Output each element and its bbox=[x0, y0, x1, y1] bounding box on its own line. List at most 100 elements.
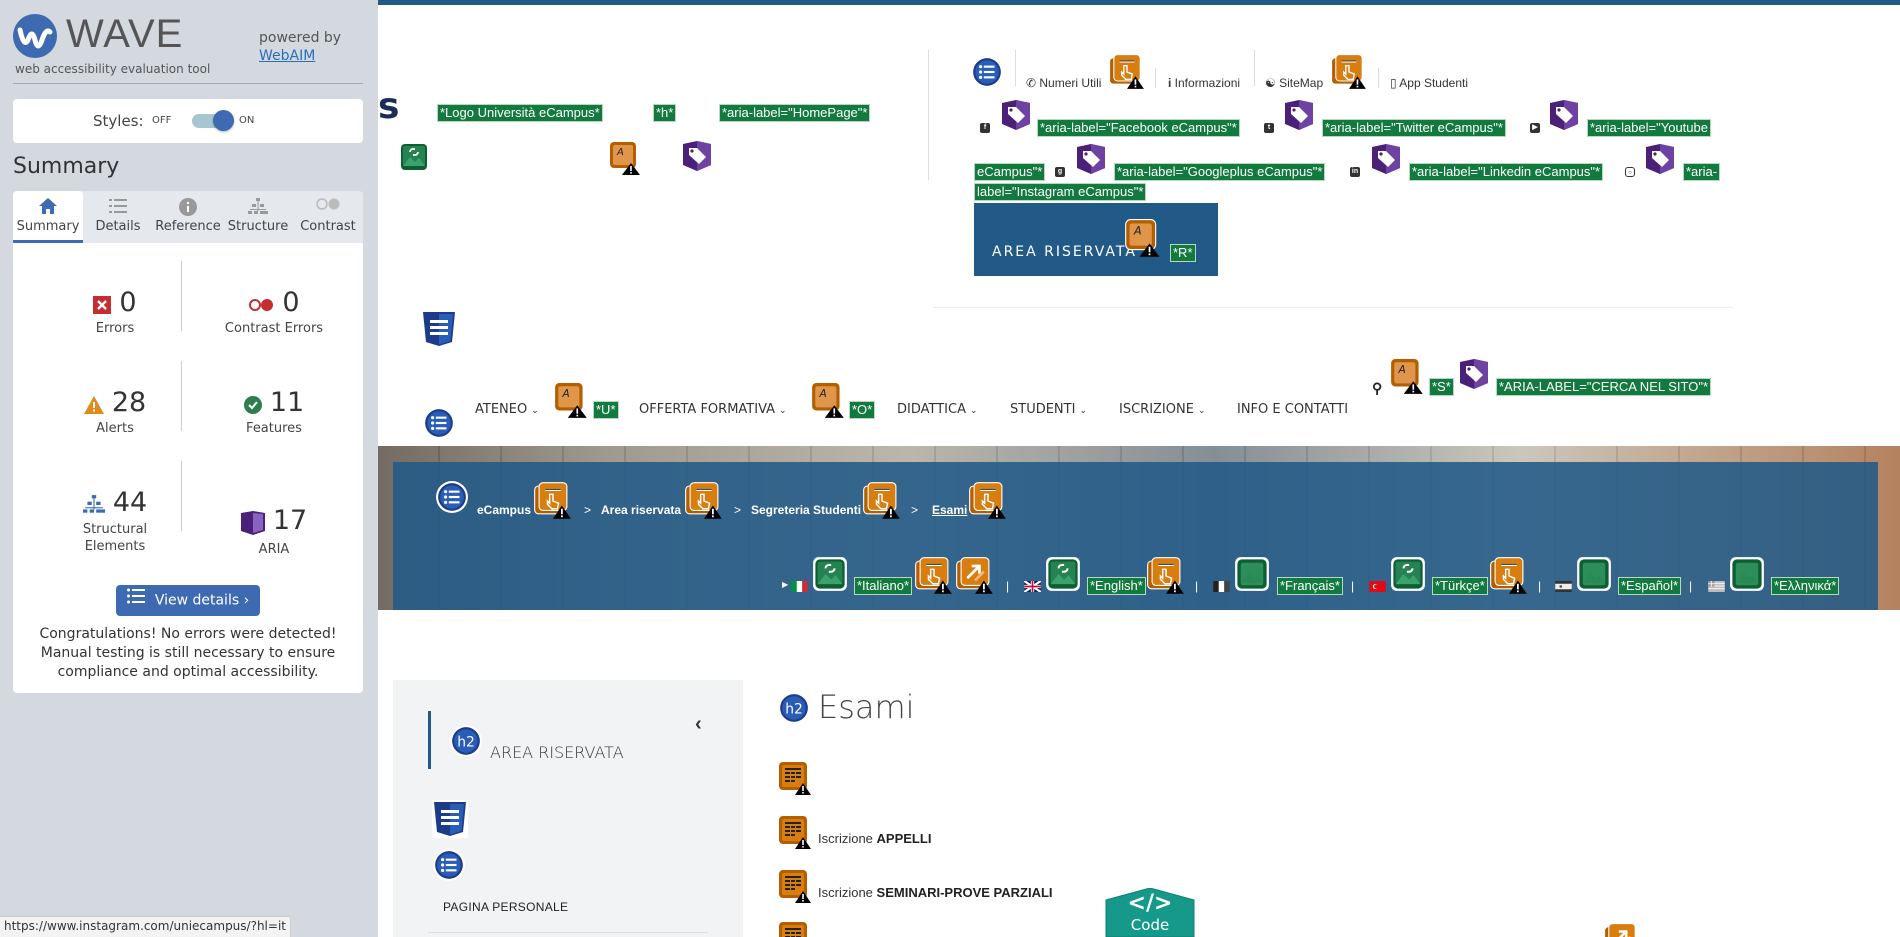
nav-info-contatti[interactable]: INFO E CONTATTI bbox=[1237, 402, 1348, 417]
turkey-flag-icon[interactable] bbox=[1369, 581, 1386, 592]
aria-label-icon[interactable] bbox=[1548, 100, 1580, 132]
suspicious-link-alert-icon[interactable] bbox=[915, 556, 953, 596]
divider bbox=[181, 261, 182, 331]
youtube-icon[interactable]: ▶ bbox=[1530, 123, 1540, 133]
stat-errors[interactable]: 0 Errors bbox=[35, 287, 195, 337]
wave-label-espanol[interactable]: *Español* bbox=[1618, 577, 1682, 595]
linked-image-icon[interactable] bbox=[398, 141, 430, 173]
tab-summary[interactable]: Summary bbox=[13, 191, 83, 243]
wave-label-italiano[interactable]: *Italiano* bbox=[854, 577, 913, 595]
new-window-alert-icon[interactable] bbox=[1604, 922, 1640, 937]
webaim-link[interactable]: WebAIM bbox=[259, 48, 316, 64]
numeri-utili-link[interactable]: ✆ Numeri Utili bbox=[1026, 76, 1101, 90]
image-icon[interactable] bbox=[1234, 556, 1270, 592]
table-alert-icon[interactable] bbox=[778, 869, 812, 905]
table-alert-icon[interactable] bbox=[778, 921, 812, 937]
nav-ateneo[interactable]: ATENEO⌄ bbox=[475, 402, 539, 417]
code-button[interactable]: </> Code bbox=[1104, 888, 1196, 937]
nav-offerta-formativa[interactable]: OFFERTA FORMATIVA⌄ bbox=[639, 402, 787, 417]
alert-icon[interactable] bbox=[1390, 358, 1426, 396]
informazioni-link[interactable]: i Informazioni bbox=[1168, 76, 1240, 90]
aria-label-icon[interactable] bbox=[1458, 359, 1490, 391]
suspicious-link-alert-icon[interactable] bbox=[863, 481, 901, 521]
linked-image-icon[interactable] bbox=[1390, 556, 1426, 592]
aria-label-icon[interactable] bbox=[1283, 100, 1315, 132]
search-icon[interactable]: ⚲ bbox=[1372, 380, 1383, 396]
nav-studenti[interactable]: STUDENTI⌄ bbox=[1010, 402, 1087, 417]
iscrizione-appelli-link[interactable]: Iscrizione APPELLI bbox=[818, 831, 931, 846]
breadcrumb-esami[interactable]: Esami bbox=[932, 503, 968, 517]
alert-icon[interactable] bbox=[811, 382, 847, 420]
linkedin-icon[interactable]: in bbox=[1350, 167, 1360, 177]
breadcrumb-area-riservata[interactable]: Area riservata bbox=[601, 503, 682, 517]
stat-alerts[interactable]: 28 Alerts bbox=[35, 387, 195, 437]
suspicious-link-alert-icon[interactable] bbox=[1331, 53, 1367, 91]
facebook-icon[interactable]: f bbox=[980, 123, 990, 133]
wave-label-turkce[interactable]: *Türkçe* bbox=[1432, 577, 1488, 595]
stat-structural[interactable]: 44 Structural Elements bbox=[35, 487, 195, 555]
aria-label-icon[interactable] bbox=[1000, 100, 1032, 132]
styles-toggle-knob[interactable] bbox=[213, 110, 234, 131]
twitter-icon[interactable]: t bbox=[1264, 123, 1274, 133]
alert-icon[interactable] bbox=[554, 382, 590, 420]
breadcrumb-ecampus[interactable]: eCampus bbox=[477, 503, 532, 517]
suspicious-link-alert-icon[interactable] bbox=[1147, 556, 1185, 596]
suspicious-link-alert-icon[interactable] bbox=[969, 481, 1007, 521]
list-icon[interactable] bbox=[423, 407, 455, 439]
suspicious-link-alert-icon[interactable] bbox=[1490, 556, 1528, 596]
aria-label-icon[interactable] bbox=[1075, 144, 1107, 176]
list-icon[interactable] bbox=[436, 481, 468, 513]
app-studenti-link[interactable]: ▯ App Studenti bbox=[1390, 76, 1468, 90]
alert-icon[interactable] bbox=[608, 141, 644, 177]
image-icon[interactable] bbox=[1576, 556, 1612, 592]
aria-label-icon[interactable] bbox=[1644, 144, 1676, 176]
divider bbox=[428, 932, 708, 933]
italy-flag-icon[interactable] bbox=[791, 581, 808, 592]
suspicious-link-alert-icon[interactable] bbox=[1109, 53, 1145, 91]
tab-structure-label: Structure bbox=[227, 219, 289, 234]
wave-label-search-aria: *ARIA-LABEL="CERCA NEL SITO"* bbox=[1496, 378, 1712, 396]
suspicious-link-alert-icon[interactable] bbox=[685, 481, 723, 521]
area-riservata-button[interactable]: AREA RISERVATA *R* bbox=[974, 203, 1218, 276]
uk-flag-icon[interactable] bbox=[1024, 581, 1041, 592]
sitemap-link[interactable]: ☯ SiteMap bbox=[1265, 76, 1323, 90]
instagram-icon[interactable]: ○ bbox=[1625, 167, 1635, 177]
tab-contrast[interactable]: Contrast bbox=[293, 191, 363, 243]
nav-iscrizione[interactable]: ISCRIZIONE⌄ bbox=[1119, 402, 1206, 417]
view-details-button[interactable]: View details › bbox=[116, 585, 260, 616]
tab-details[interactable]: Details bbox=[83, 191, 153, 243]
wave-label-francais[interactable]: *Français* bbox=[1277, 577, 1343, 595]
navigation-icon[interactable] bbox=[421, 310, 457, 348]
table-alert-icon[interactable] bbox=[778, 815, 812, 851]
summary-heading: Summary bbox=[13, 154, 120, 179]
chevron-left-icon[interactable]: ‹ bbox=[695, 713, 702, 735]
wave-label-ellinika[interactable]: *Ελληνικά* bbox=[1771, 577, 1840, 595]
suspicious-link-alert-icon[interactable] bbox=[534, 481, 572, 521]
new-window-alert-icon[interactable] bbox=[956, 556, 994, 596]
tab-reference[interactable]: Reference bbox=[153, 191, 223, 243]
linked-image-icon[interactable] bbox=[1045, 556, 1081, 592]
list-icon[interactable] bbox=[971, 56, 1003, 88]
stat-features[interactable]: 11 Features bbox=[194, 387, 354, 437]
tab-structure[interactable]: Structure bbox=[223, 191, 293, 243]
alert-icon[interactable] bbox=[1124, 219, 1164, 259]
spain-flag-icon[interactable] bbox=[1555, 581, 1572, 592]
googleplus-icon[interactable]: g bbox=[1055, 167, 1065, 177]
aria-label-icon[interactable] bbox=[1370, 144, 1402, 176]
nav-didattica[interactable]: DIDATTICA⌄ bbox=[897, 402, 978, 417]
stat-aria[interactable]: 17 ARIA bbox=[194, 505, 354, 558]
brand-logo-fragment[interactable]: s bbox=[378, 86, 400, 127]
greece-flag-icon[interactable] bbox=[1708, 581, 1725, 592]
stat-contrast-errors[interactable]: 0 Contrast Errors bbox=[194, 287, 354, 337]
table-alert-icon[interactable] bbox=[778, 761, 812, 797]
france-flag-icon[interactable] bbox=[1213, 581, 1230, 592]
breadcrumb-separator: > bbox=[734, 503, 742, 517]
image-icon[interactable] bbox=[1729, 556, 1765, 592]
iscrizione-seminari-link[interactable]: Iscrizione SEMINARI-PROVE PARZIALI bbox=[818, 885, 1053, 900]
linked-image-icon[interactable] bbox=[812, 556, 848, 592]
pagina-personale-link[interactable]: PAGINA PERSONALE bbox=[443, 900, 569, 914]
aria-label-icon[interactable] bbox=[681, 141, 713, 173]
breadcrumb-segreteria-studenti[interactable]: Segreteria Studenti bbox=[751, 503, 862, 517]
wave-label-english[interactable]: *English* bbox=[1087, 577, 1146, 595]
chevron-down-icon: ⌄ bbox=[1197, 406, 1206, 416]
